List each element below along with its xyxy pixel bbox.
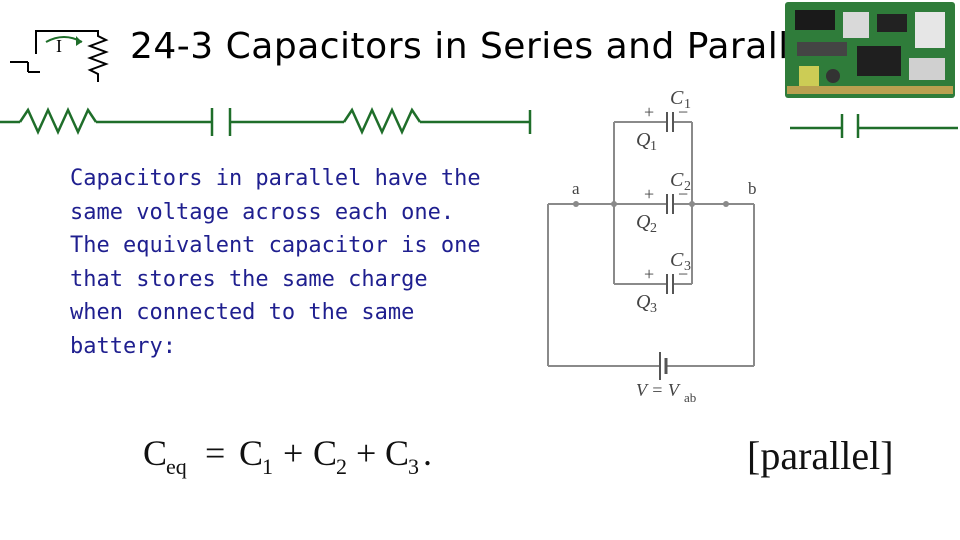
parallel-capacitor-diagram: a b + − C 1 Q 1 + − C 2 Q 2 + − C 3 Q 3 … bbox=[547, 87, 757, 405]
eq-term-1-sub: 1 bbox=[262, 454, 273, 479]
eq-lhs: C bbox=[143, 433, 168, 473]
eq-lhs-sub: eq bbox=[166, 454, 187, 479]
voltage-sub: ab bbox=[684, 390, 696, 405]
c3-label: C bbox=[670, 249, 684, 271]
body-text: Capacitors in parallel have the same vol… bbox=[70, 166, 481, 359]
current-resistor-icon: I bbox=[10, 30, 109, 82]
voltage-label: V = V bbox=[636, 380, 681, 400]
parallel-tag: [parallel] bbox=[747, 433, 894, 478]
current-label: I bbox=[56, 36, 62, 56]
plus-sign-3: + bbox=[644, 264, 654, 284]
minus-sign-3: − bbox=[678, 264, 688, 284]
eq-term-2-sub: 2 bbox=[336, 454, 347, 479]
eq-plus-2: + bbox=[356, 433, 377, 473]
c1-sub: 1 bbox=[684, 97, 691, 112]
equation: C eq = C 1 + C 2 + C 3 . bbox=[143, 432, 463, 492]
c2-sub: 2 bbox=[684, 179, 691, 194]
c2-label: C bbox=[670, 169, 684, 191]
eq-term-3: C bbox=[385, 433, 410, 473]
minus-sign-2: − bbox=[678, 184, 688, 204]
minus-sign-1: − bbox=[678, 102, 688, 122]
plus-sign-1: + bbox=[644, 102, 654, 122]
q2-label: Q bbox=[636, 211, 651, 233]
c3-sub: 3 bbox=[684, 259, 691, 274]
wire-strip bbox=[0, 106, 958, 138]
plus-sign-2: + bbox=[644, 184, 654, 204]
circuit-board-image bbox=[785, 2, 955, 98]
eq-term-3-sub: 3 bbox=[408, 454, 419, 479]
q1-sub: 1 bbox=[650, 139, 657, 154]
q3-sub: 3 bbox=[650, 301, 657, 316]
eq-plus-1: + bbox=[283, 433, 304, 473]
q2-sub: 2 bbox=[650, 221, 657, 236]
eq-term-2: C bbox=[313, 433, 338, 473]
q3-label: Q bbox=[636, 291, 651, 313]
eq-term-1: C bbox=[239, 433, 264, 473]
eq-period: . bbox=[423, 433, 432, 473]
page-title: 24-3 Capacitors in Series and Parallel bbox=[130, 26, 822, 67]
eq-equals: = bbox=[205, 433, 226, 473]
c1-label: C bbox=[670, 87, 684, 109]
node-b-label: b bbox=[748, 179, 757, 198]
q1-label: Q bbox=[636, 129, 651, 151]
node-a-label: a bbox=[572, 179, 580, 198]
